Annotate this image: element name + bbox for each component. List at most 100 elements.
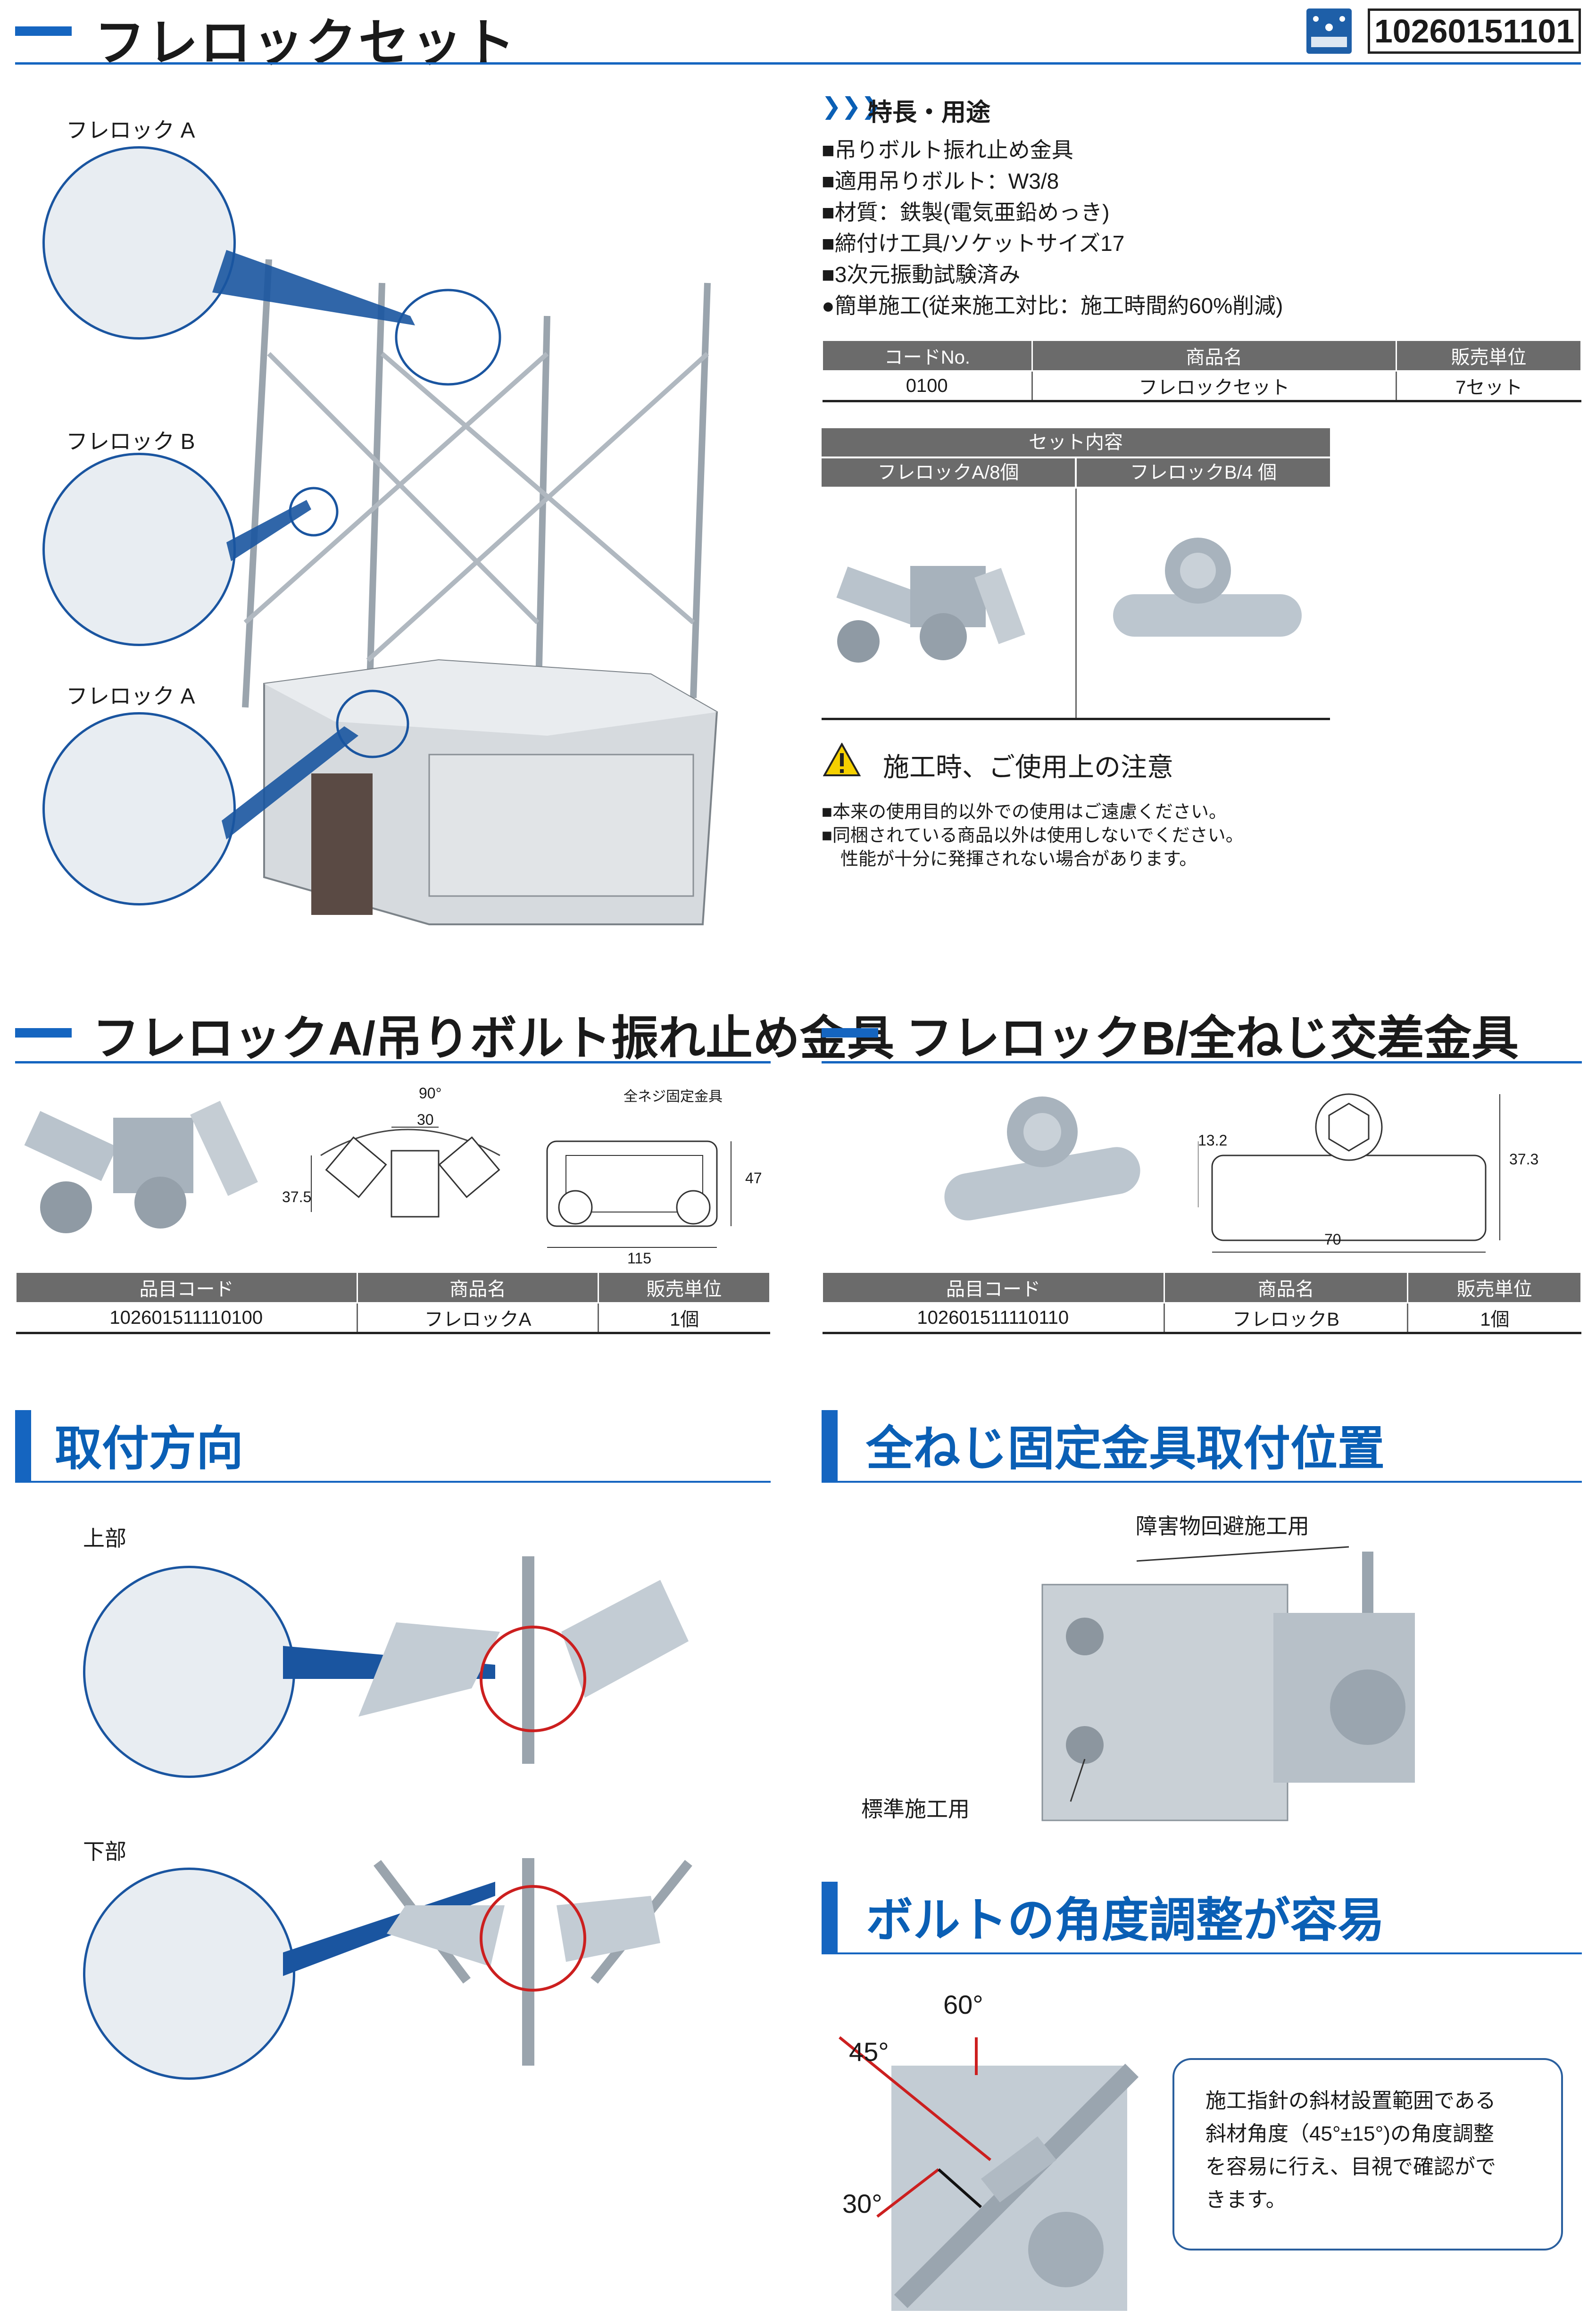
dim-115: 115 [627,1250,652,1267]
caution-line: ■同梱されている商品以外は使用しないでください。 [822,826,1244,846]
col-unit: 販売単位 [598,1271,771,1304]
section-b-table: 品目コード 商品名 販売単位 102601511110110 フレロックB 1個 [822,1271,1582,1334]
section-a-bar [15,1028,72,1038]
dim-30: 30 [417,1111,434,1128]
mount-title: 取付方向 [55,1422,243,1475]
position-title: 全ねじ固定金具取付位置 [866,1422,1385,1475]
dim-13-2: 13.2 [1198,1132,1228,1149]
flelock-b-photo [1113,538,1302,637]
dim-37-5: 37.5 [282,1188,312,1205]
set-divider [1075,489,1077,719]
dim-47: 47 [745,1170,762,1187]
col-name: 商品名 [1163,1271,1409,1304]
product-code: 10260151101 [1368,8,1581,54]
dim-angle: 90° [419,1085,442,1102]
angle-60: 60° [943,1990,983,2019]
chevrons-icon: ❯❯❯ [822,93,881,119]
angle-30: 30° [842,2189,882,2218]
warning-icon [823,743,861,776]
cell-item-code: 102601511110110 [822,1303,1165,1334]
section-a-title: フレロックA/吊りボルト振れ止め金具 [92,1012,894,1065]
mount-bottom-zoom [83,1868,295,2080]
cell-unit: 7セット [1395,371,1581,402]
section-b-rule [822,1061,1582,1063]
header-rule [15,62,1581,65]
set-col-b: フレロックB/4 個 [1077,458,1330,487]
caution-title: 施工時、ご使用上の注意 [883,752,1173,782]
cell-unit: 1個 [598,1303,770,1334]
label-flelock-a-bottom: フレロック A [66,684,195,708]
col-name: 商品名 [357,1271,599,1304]
detail-circle-a-top [42,146,236,340]
set-bottom-rule [822,718,1330,720]
angle-note: 施工指針の斜材設置範囲である 斜材角度（45°±15°)の角度調整 を容易に行え… [1205,2084,1496,2217]
section-b-drawing [1198,1093,1500,1253]
col-name: 商品名 [1031,340,1397,372]
angle-note-box [1172,2058,1563,2251]
feature-item: ●簡単施工(従来施工対比：施工時間約60%削減) [822,293,1283,318]
features-heading: 特長・用途 [868,99,991,126]
header-bar [15,26,72,36]
detail-circle-b [42,453,236,646]
section-a-photo [24,1101,258,1233]
angle-bar [822,1882,838,1952]
feature-item: ■締付け工具/ソケットサイズ17 [822,231,1125,256]
cell-name: フレロックA [357,1303,599,1334]
angle-note-line: きます。 [1205,2188,1287,2211]
fixture-label: 全ネジ固定金具 [623,1089,723,1105]
position-bar [822,1410,838,1481]
avoid-label: 障害物回避施工用 [1136,1514,1309,1538]
label-flelock-b: フレロック B [66,429,195,454]
feature-item: ■3次元振動試験済み [822,262,1021,287]
set-col-a: フレロックA/8個 [822,458,1075,487]
angle-note-line: 斜材角度（45°±15°)の角度調整 [1205,2122,1494,2145]
cell-code: 0100 [822,371,1033,402]
angle-45: 45° [849,2037,889,2067]
page-title: フレロックセット [94,14,517,71]
position-rule [822,1481,1582,1483]
section-b-title: フレロックB/全ねじ交差金具 [906,1012,1519,1065]
feature-item: ■材質：鉄製(電気亜鉛めっき) [822,200,1110,224]
cell-unit: 1個 [1407,1303,1581,1334]
angle-title: ボルトの角度調整が容易 [866,1894,1385,1947]
caution-line: 性能が十分に発揮されない場合があります。 [840,849,1197,869]
col-code: コードNo. [822,340,1033,372]
position-illustration [1041,1546,1415,1821]
section-b-bar [822,1028,878,1038]
section-b-photo [944,1096,1140,1221]
label-flelock-a-top: フレロック A [66,118,195,142]
section-a-drawing [311,1127,732,1248]
section-a-rule [15,1061,771,1063]
unit-illustration [242,259,718,925]
dim-70: 70 [1324,1231,1341,1248]
flelock-a-photo [836,566,1025,663]
col-unit: 販売単位 [1395,340,1582,372]
mount-bar [15,1410,31,1481]
section-a-table: 品目コード 商品名 販売単位 102601511110100 フレロックA 1個 [15,1271,771,1334]
cell-item-code: 102601511110100 [16,1303,358,1334]
feature-item: ■適用吊りボルト：W3/8 [822,169,1059,193]
feature-item: ■吊りボルト振れ止め金具 [822,138,1073,162]
cell-name: フレロックセット [1031,371,1397,402]
cell-name: フレロックB [1163,1303,1409,1334]
angle-illustration [839,2036,1139,2311]
mount-top-zoom [83,1566,295,1778]
standard-label: 標準施工用 [861,1797,970,1821]
caution-line: ■本来の使用目的以外での使用はご遠慮ください。 [822,802,1227,822]
product-table: コードNo. 商品名 販売単位 0100 フレロックセット 7セット [822,340,1582,402]
detail-circle-a-bottom [42,712,236,905]
angle-note-line: を容易に行え、目視で確認がで [1205,2155,1496,2178]
col-unit: 販売単位 [1407,1271,1582,1304]
angle-note-line: 施工指針の斜材設置範囲である [1205,2089,1496,2112]
mount-rule [15,1481,771,1483]
mount-top-label: 上部 [83,1526,126,1551]
set-contents-header: セット内容 [822,428,1330,457]
col-item-code: 品目コード [15,1271,358,1304]
col-item-code: 品目コード [822,1271,1165,1304]
dim-37-3: 37.3 [1509,1151,1539,1168]
mount-bottom-label: 下部 [83,1839,126,1864]
plating-badge-icon [1306,8,1352,54]
angle-rule [822,1952,1582,1954]
